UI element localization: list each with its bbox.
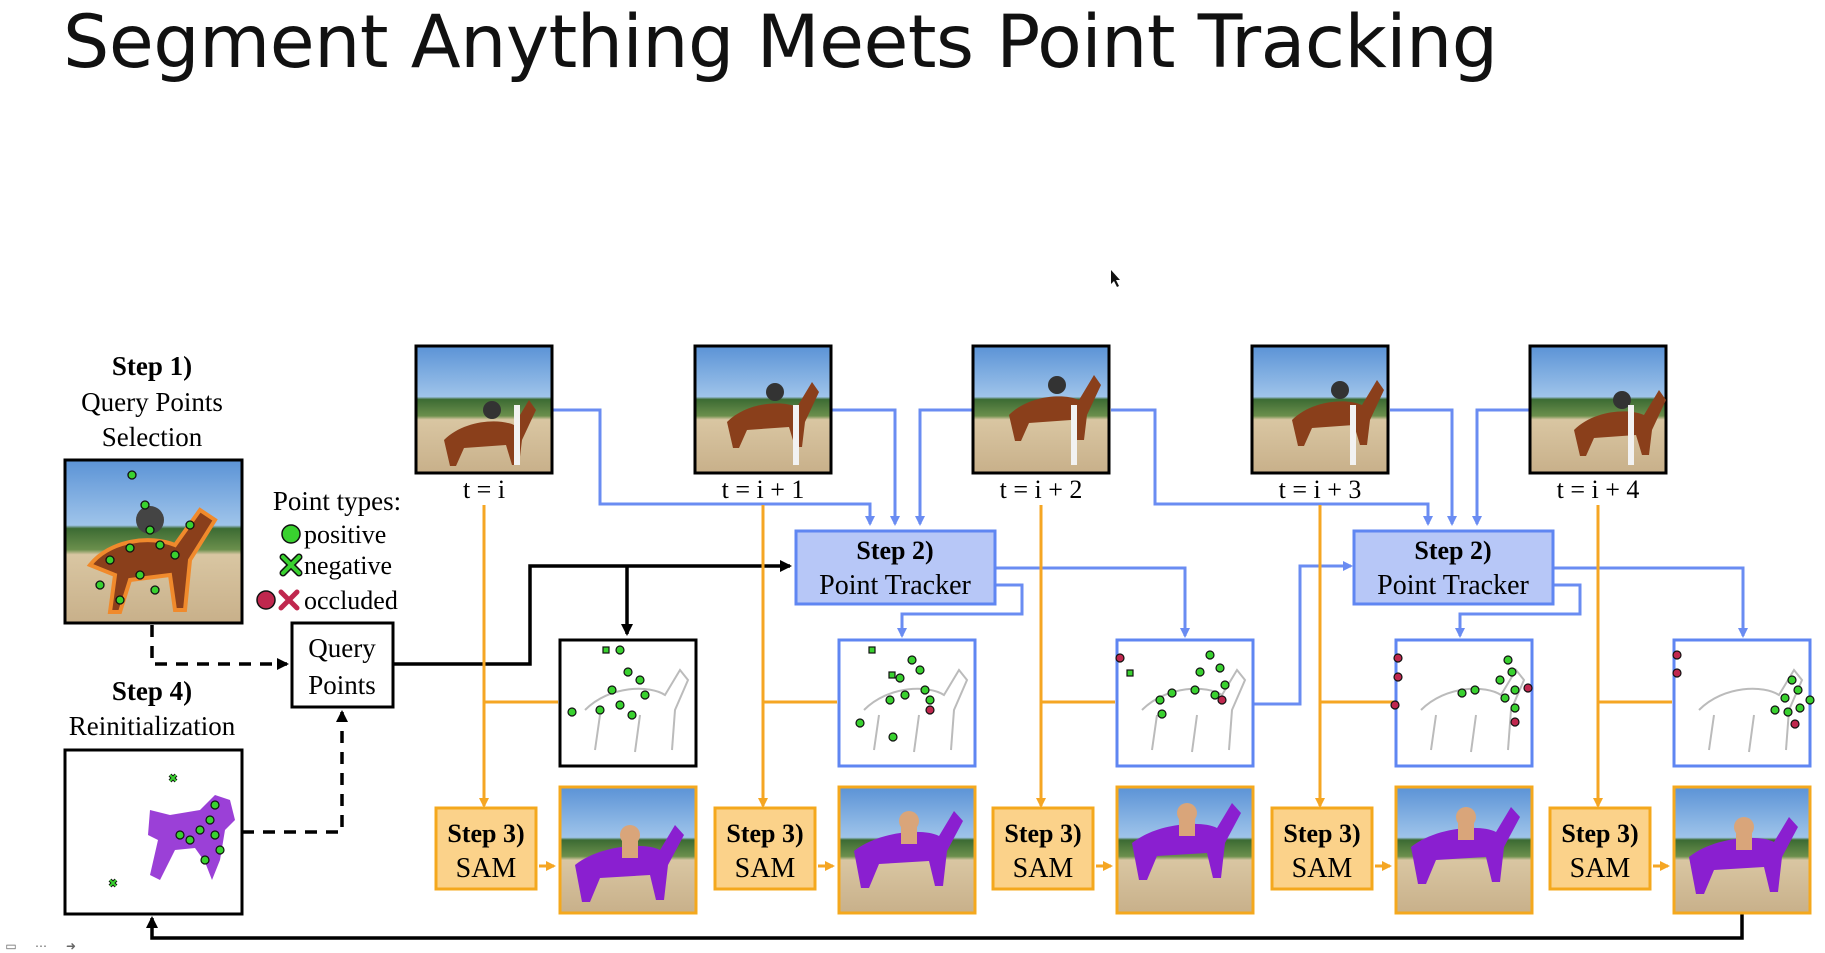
sam-mask-output <box>558 785 698 915</box>
point-types-title: Point types: <box>273 486 401 516</box>
reinitialization-image <box>63 748 244 916</box>
sam-output-images <box>558 785 1812 915</box>
legend-negative-label: negative <box>304 551 392 580</box>
query-points-line-1: Query <box>308 633 376 663</box>
sam-box: Step 3) SAM <box>1548 806 1652 891</box>
tracker-heading: Step 2) <box>856 536 933 565</box>
sam-box: Step 3) SAM <box>713 806 817 891</box>
frame-thumbnail <box>693 344 833 475</box>
frame-label: t = i <box>463 475 505 504</box>
sam-label: SAM <box>1570 853 1631 884</box>
sam-heading: Step 3) <box>1283 819 1360 848</box>
black-connectors <box>146 560 1744 940</box>
point-types-legend: Point types: positive negative occluded <box>256 486 401 615</box>
tracked-points-panel <box>558 638 698 768</box>
sam-heading: Step 3) <box>726 819 803 848</box>
sam-heading: Step 3) <box>1561 819 1638 848</box>
step1-block: Step 1) Query Points Selection <box>63 351 244 625</box>
sam-label: SAM <box>735 853 796 884</box>
frame-images <box>414 344 1668 475</box>
sam-mask-output <box>1115 785 1255 915</box>
sam-heading: Step 3) <box>1004 819 1081 848</box>
sam-label: SAM <box>1292 853 1353 884</box>
tracked-points-panel <box>837 638 977 768</box>
tracked-points-panel <box>1115 638 1255 768</box>
frame-thumbnail <box>414 344 554 475</box>
frame-thumbnail <box>971 344 1111 475</box>
step1-line-2: Selection <box>102 422 203 452</box>
query-points-line-2: Points <box>308 670 376 700</box>
step1-heading: Step 1) <box>112 351 192 381</box>
sam-box: Step 3) SAM <box>434 806 538 891</box>
tracked-point-panels <box>558 638 1815 768</box>
red-circle-and-cross-icon <box>256 589 300 611</box>
green-cross-icon <box>279 553 303 577</box>
more-icon[interactable]: ⋯ <box>35 939 47 953</box>
step4-label: Reinitialization <box>69 711 236 741</box>
tracker-label: Point Tracker <box>819 570 971 601</box>
sam-mask-output <box>1394 785 1534 915</box>
sam-mask-output <box>1672 785 1812 915</box>
frame-thumbnail <box>1250 344 1390 475</box>
step1-line-1: Query Points <box>81 387 223 417</box>
legend-occluded-label: occluded <box>304 586 398 615</box>
step4-block: Step 4) Reinitialization <box>63 676 244 916</box>
tracker-heading: Step 2) <box>1414 536 1491 565</box>
query-selection-image <box>63 458 244 625</box>
frame-label: t = i + 4 <box>1557 475 1640 504</box>
navigate-icon[interactable]: ➜ <box>65 939 77 953</box>
frame-label: t = i + 1 <box>722 475 805 504</box>
frame-label: t = i + 2 <box>1000 475 1083 504</box>
slide-title: Segment Anything Meets Point Tracking <box>63 0 1498 85</box>
sam-mask-output <box>837 785 977 915</box>
sam-heading: Step 3) <box>447 819 524 848</box>
green-circle-icon <box>281 524 301 544</box>
frame-label: t = i + 3 <box>1279 475 1362 504</box>
sam-box: Step 3) SAM <box>1270 806 1374 891</box>
orange-connectors <box>479 505 1672 871</box>
point-tracker-box: Step 2) Point Tracker <box>794 529 997 606</box>
caption-icon[interactable]: ▭ <box>5 939 17 953</box>
mouse-cursor-icon <box>1111 270 1120 287</box>
tracker-label: Point Tracker <box>1377 570 1529 601</box>
sam-box: Step 3) SAM <box>991 806 1095 891</box>
sam-label: SAM <box>456 853 517 884</box>
tracked-points-panel <box>1390 638 1534 768</box>
frame-thumbnail <box>1528 344 1668 475</box>
slide-footer-controls: ▭ ⋯ ➜ <box>0 939 82 953</box>
tracked-points-panel <box>1672 638 1815 768</box>
blue-connectors <box>552 408 1748 706</box>
legend-positive-label: positive <box>304 520 386 549</box>
point-tracker-box: Step 2) Point Tracker <box>1352 529 1555 606</box>
frame-labels: t = i t = i + 1 t = i + 2 t = i + 3 t = … <box>463 475 1639 504</box>
step4-heading: Step 4) <box>112 676 192 706</box>
sam-label: SAM <box>1013 853 1074 884</box>
query-points-box: Query Points <box>290 621 395 709</box>
